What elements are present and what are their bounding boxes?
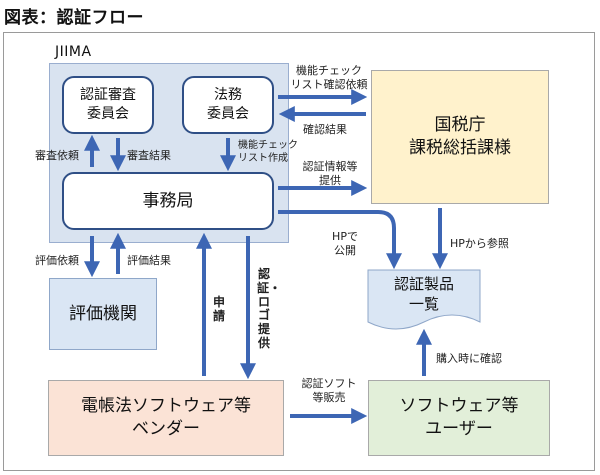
node-seihin-line1: 認証製品 <box>393 275 454 293</box>
label-logo-teikyo-text: 認証・ロゴ提供 <box>257 267 282 350</box>
label-hyoka-irai: 評価依頼 <box>35 254 79 267</box>
node-jimukyoku-label: 事務局 <box>142 190 194 211</box>
node-homu-line1: 法務 <box>214 87 242 104</box>
label-ninsho-teikyo-line1: 認証情報等 <box>302 160 358 173</box>
label-hp-kokai-line2: 公開 <box>334 243 356 257</box>
jiima-label: JIIMA <box>55 44 92 60</box>
node-seihin-ichiran: 認証製品 一覧 <box>368 274 480 315</box>
label-logo-teikyo: 認証・ロゴ提供 <box>257 267 281 351</box>
label-kino-irai: 機能チェック リスト確認依頼 <box>290 64 368 92</box>
node-jimukyoku: 事務局 <box>62 172 274 230</box>
label-shinsei: 申請 <box>212 295 226 324</box>
label-kino-sakusei-line1: 機能チェック <box>238 140 298 151</box>
node-kokuzei-line1: 国税庁 <box>434 115 486 136</box>
title-bar: 図表：認証フロー <box>0 0 600 30</box>
page-title: 図表：認証フロー <box>4 8 144 28</box>
node-homu-line2: 委員会 <box>207 106 249 122</box>
node-user-line1: ソフトウェア等 <box>399 396 519 417</box>
node-vendor-line1: 電帳法ソフトウェア等 <box>81 396 251 417</box>
node-hyoka-label: 評価機関 <box>69 303 137 324</box>
arrow-hp-kokai <box>278 210 402 270</box>
label-kakunin-kekka: 確認結果 <box>303 123 347 136</box>
label-shinsa-irai: 審査依頼 <box>35 149 79 162</box>
label-kino-irai-line1: 機能チェック <box>296 64 362 77</box>
node-homu-iinkai: 法務 委員会 <box>182 76 274 134</box>
document-shape <box>367 269 481 330</box>
node-user-line2: ユーザー <box>425 419 493 439</box>
node-kokuzei-line2: 課税総括課様 <box>409 138 511 158</box>
node-ninsho-shinsa-line2: 委員会 <box>87 106 129 122</box>
node-user: ソフトウェア等 ユーザー <box>368 380 550 456</box>
label-hp-sansho: HPから参照 <box>450 237 509 250</box>
label-hp-kokai: HPで 公開 <box>325 230 365 258</box>
label-kino-irai-line2: リスト確認依頼 <box>290 77 368 91</box>
label-ninsho-teikyo-line2: 提供 <box>319 173 341 187</box>
node-seihin-line2: 一覧 <box>408 295 439 314</box>
label-hp-kokai-line1: HPで <box>332 230 358 243</box>
label-shinsei-text: 申請 <box>212 295 225 323</box>
label-software-hanbai: 認証ソフト 等販売 <box>300 377 358 405</box>
label-hyoka-kekka: 評価結果 <box>127 254 171 267</box>
label-software-hanbai-line2: 等販売 <box>312 390 346 404</box>
node-vendor-line2: ベンダー <box>132 419 200 439</box>
label-shinsa-kekka: 審査結果 <box>127 149 171 162</box>
node-hyoka-kikan: 評価機関 <box>49 278 157 350</box>
label-kino-sakusei-line2: リスト作成 <box>238 152 288 164</box>
label-kino-sakusei: 機能チェック リスト作成 <box>238 140 298 165</box>
node-kokuzeicho: 国税庁 課税総括課様 <box>371 70 549 204</box>
node-ninsho-shinsa-line1: 認証審査 <box>80 87 136 104</box>
node-ninsho-shinsa-iinkai: 認証審査 委員会 <box>62 76 154 134</box>
label-ninsho-teikyo: 認証情報等 提供 <box>300 160 360 188</box>
label-konyu-kakunin: 購入時に確認 <box>436 352 502 365</box>
label-software-hanbai-line1: 認証ソフト <box>301 377 357 390</box>
node-vendor: 電帳法ソフトウェア等 ベンダー <box>48 380 284 456</box>
